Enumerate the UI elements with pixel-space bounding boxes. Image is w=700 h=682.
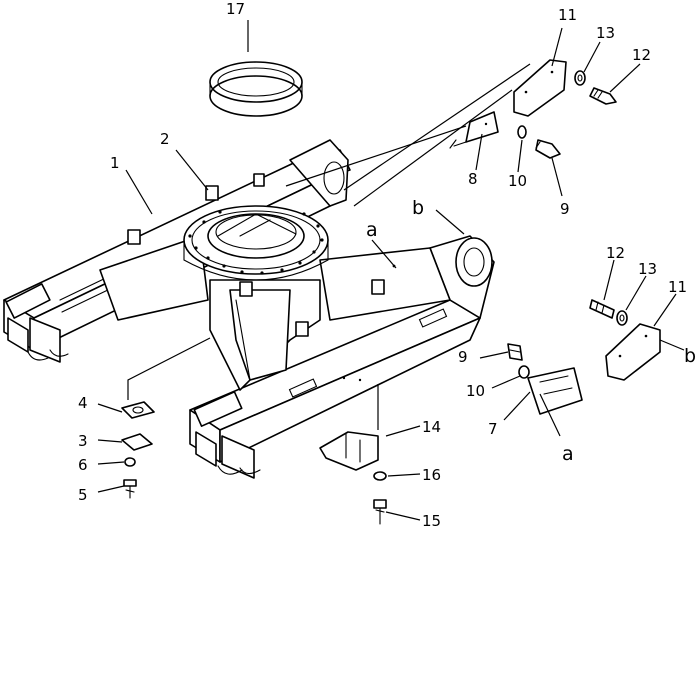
callout-4: 4 bbox=[78, 394, 88, 412]
callout-13-upper: 13 bbox=[596, 24, 615, 42]
cover-plate-part-3 bbox=[121, 433, 153, 451]
callout-5: 5 bbox=[78, 486, 88, 504]
track-frame-part-1 bbox=[3, 139, 495, 479]
bracket-part-8 bbox=[449, 111, 499, 149]
callout-13-lower: 13 bbox=[638, 260, 657, 278]
callout-a-lower: a bbox=[562, 443, 574, 465]
callout-b-upper: b bbox=[412, 197, 424, 219]
callout-9-lower: 9 bbox=[458, 348, 468, 366]
callout-11-lower: 11 bbox=[668, 278, 687, 296]
washer-part-6 bbox=[124, 457, 136, 467]
callout-6: 6 bbox=[78, 456, 88, 474]
bracket-part-7 bbox=[527, 367, 583, 415]
washer-part-10-lower bbox=[518, 365, 530, 379]
callout-b-lower: b bbox=[684, 345, 696, 367]
seal-ring-part-17 bbox=[209, 61, 303, 117]
callout-12-upper: 12 bbox=[632, 46, 651, 64]
leader-lines bbox=[97, 20, 685, 521]
callout-9-upper: 9 bbox=[560, 200, 570, 218]
bolt-part-12-upper bbox=[589, 87, 617, 105]
washer-part-13-lower bbox=[616, 310, 628, 326]
callout-10-upper: 10 bbox=[508, 172, 527, 190]
callout-17: 17 bbox=[226, 0, 245, 18]
bolt-part-15 bbox=[373, 499, 387, 525]
callout-16: 16 bbox=[422, 466, 441, 484]
washer-part-16 bbox=[373, 471, 387, 481]
bolt-holes bbox=[188, 210, 324, 275]
washer-part-10-upper bbox=[517, 125, 527, 139]
bolt-part-12-lower bbox=[589, 299, 615, 319]
callout-labels: 17 1 2 a b 11 13 12 8 10 9 12 13 11 b 9 … bbox=[78, 0, 696, 530]
callout-10-lower: 10 bbox=[466, 382, 485, 400]
cover-part-11-upper bbox=[513, 59, 567, 117]
callout-8: 8 bbox=[468, 170, 478, 188]
washer-part-13-upper bbox=[574, 70, 586, 86]
bolt-part-9-upper bbox=[535, 139, 561, 159]
callout-1: 1 bbox=[110, 154, 120, 172]
callout-a-upper: a bbox=[366, 219, 378, 241]
bolt-part-9-lower bbox=[507, 343, 523, 361]
callout-12-lower: 12 bbox=[606, 244, 625, 262]
callout-2: 2 bbox=[160, 130, 170, 148]
callout-14: 14 bbox=[422, 418, 441, 436]
bolt-part-5 bbox=[123, 479, 137, 499]
cover-part-11-lower bbox=[605, 323, 661, 381]
callout-15: 15 bbox=[422, 512, 441, 530]
callout-3: 3 bbox=[78, 432, 88, 450]
guard-part-14 bbox=[319, 431, 379, 471]
gasket-part-4 bbox=[121, 401, 155, 419]
callout-7: 7 bbox=[488, 420, 498, 438]
callout-11-upper: 11 bbox=[558, 6, 577, 24]
